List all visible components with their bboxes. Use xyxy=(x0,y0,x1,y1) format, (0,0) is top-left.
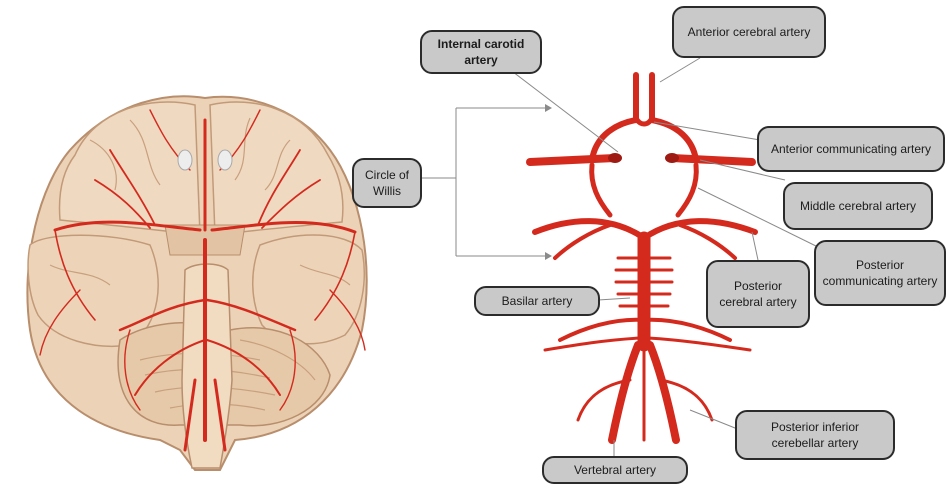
posterior-cerebral-branch-right xyxy=(680,225,735,258)
vertebral-artery-label: Vertebral artery xyxy=(542,456,688,484)
leader-arrowheads xyxy=(545,104,552,260)
internal-carotid-label: Internal carotid artery xyxy=(420,30,542,74)
vertebral-artery-right xyxy=(650,345,676,440)
brain-inferior-view-illustration xyxy=(27,96,366,470)
frontal-lobe-left xyxy=(60,102,200,235)
middle-cerebral-artery-left xyxy=(530,158,615,162)
vertebral-artery-left xyxy=(612,345,638,440)
cerebellar-artery-left xyxy=(560,320,644,340)
basilar-artery-label: Basilar artery xyxy=(474,286,600,316)
temporal-lobe-right xyxy=(253,235,365,344)
middle-cerebral-label: Middle cerebral artery xyxy=(783,182,933,230)
cerebellar-artery-lower-right xyxy=(648,338,750,350)
internal-carotid-end-left xyxy=(608,153,622,163)
anterior-cerebral-label: Anterior cerebral artery xyxy=(672,6,826,58)
anterior-communicating-label: Anterior communicating artery xyxy=(757,126,945,172)
olfactory-bulb-right xyxy=(218,150,232,170)
posterior-cerebral-label: Posterior cerebral artery xyxy=(706,260,810,328)
posterior-cerebral-branch-left xyxy=(555,225,610,258)
posterior-communicating-label: Posterior communicating artery xyxy=(814,240,946,306)
middle-cerebral-artery-right xyxy=(672,158,752,162)
arterial-schematic xyxy=(530,75,755,440)
posterior-inferior-cerebellar-label: Posterior inferior cerebellar artery xyxy=(735,410,895,460)
internal-carotid-end-right xyxy=(665,153,679,163)
posterior-communicating-artery-right xyxy=(678,165,696,215)
olfactory-bulb-left xyxy=(178,150,192,170)
posterior-communicating-artery-left xyxy=(592,165,610,215)
circle-of-willis-label: Circle of Willis xyxy=(352,158,422,208)
